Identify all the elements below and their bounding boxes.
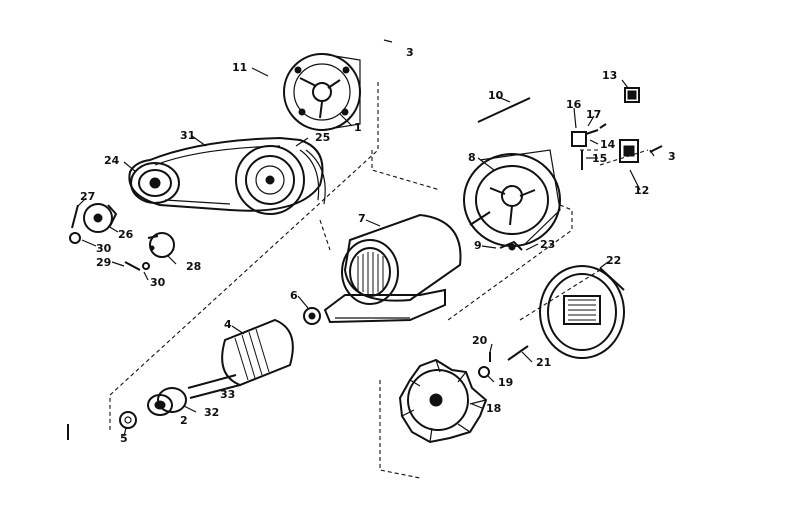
callout-24: 24 <box>104 154 120 167</box>
rod-part-10 <box>477 97 531 123</box>
callout-22: 22 <box>606 254 621 267</box>
belt-and-pulleys <box>128 136 326 215</box>
callout-6: 6 <box>290 289 298 302</box>
end-bell-part <box>283 53 361 131</box>
callout-27: 27 <box>80 190 95 203</box>
callout-26: 26 <box>118 228 134 241</box>
callout-28: 28 <box>186 260 201 273</box>
callout-labels: 11 3 1 31 25 24 27 26 30 29 28 30 10 8 7… <box>80 46 676 445</box>
callout-17: 17 <box>586 108 601 121</box>
callout-5: 5 <box>120 432 128 445</box>
callout-2: 2 <box>180 414 188 427</box>
callout-19: 19 <box>498 376 513 389</box>
callout-4: 4 <box>224 318 232 331</box>
left-small-hardware <box>69 203 175 271</box>
callout-31: 31 <box>180 129 195 142</box>
callout-8: 8 <box>468 151 476 164</box>
callout-18: 18 <box>486 402 501 415</box>
fan-part-18 <box>398 358 488 444</box>
callout-16: 16 <box>566 98 582 111</box>
callout-3-right: 3 <box>668 150 676 163</box>
bearing-part-6 <box>303 307 321 325</box>
callout-29: 29 <box>96 256 111 269</box>
motor-housing-part <box>323 213 462 324</box>
callout-12: 12 <box>634 184 649 197</box>
callout-14: 14 <box>600 138 616 151</box>
callout-32: 32 <box>204 406 219 419</box>
callout-23: 23 <box>540 238 555 251</box>
callout-20: 20 <box>472 334 488 347</box>
callout-1: 1 <box>354 121 362 134</box>
callout-7: 7 <box>358 212 366 225</box>
callout-15: 15 <box>592 152 607 165</box>
end-shield-part-22 <box>539 265 625 359</box>
switch-cluster-parts <box>571 87 663 170</box>
callout-11: 11 <box>232 61 247 74</box>
callout-13: 13 <box>602 69 617 82</box>
screw-parts-9-23 <box>499 240 523 251</box>
armature-part <box>147 318 294 416</box>
assembly-guide-lines <box>109 82 649 479</box>
callout-21: 21 <box>536 356 551 369</box>
callout-3-top: 3 <box>406 46 414 59</box>
callout-30-upper: 30 <box>96 242 112 255</box>
leader-lines <box>77 39 655 437</box>
callout-10: 10 <box>488 89 504 102</box>
callout-33: 33 <box>220 388 235 401</box>
callout-25: 25 <box>315 131 330 144</box>
washer-part-5 <box>119 411 137 429</box>
callout-9: 9 <box>474 239 482 252</box>
end-bell-right-part <box>463 149 561 247</box>
fastener-parts-19-21 <box>478 345 529 378</box>
callout-30-lower: 30 <box>150 276 166 289</box>
